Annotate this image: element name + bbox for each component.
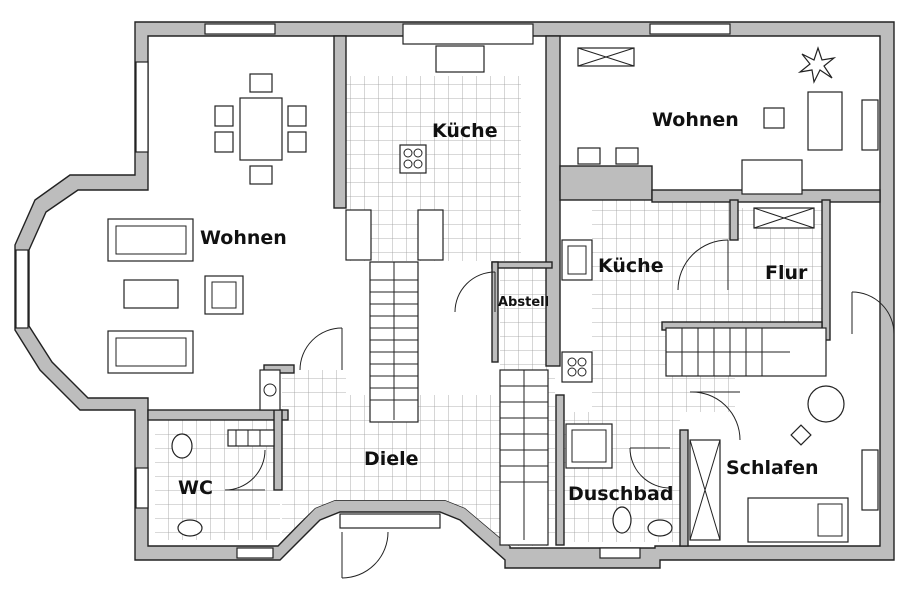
shower bbox=[565, 423, 613, 469]
window bbox=[204, 23, 276, 35]
interior-walls bbox=[147, 35, 881, 547]
dining-set bbox=[214, 73, 307, 185]
side-table bbox=[763, 107, 785, 129]
coffee-table bbox=[123, 279, 179, 309]
washbasin bbox=[647, 519, 673, 537]
stool bbox=[615, 147, 639, 165]
label-duschbad: Duschbad bbox=[568, 483, 673, 505]
window bbox=[236, 547, 274, 559]
sofa bbox=[807, 91, 843, 151]
label-abstell: Abstell bbox=[498, 295, 549, 310]
label-wohnen-right: Wohnen bbox=[652, 109, 739, 131]
doors bbox=[224, 239, 895, 579]
bedroom-furniture bbox=[689, 385, 849, 543]
window bbox=[339, 513, 441, 529]
bathroom-fixtures bbox=[565, 423, 673, 537]
washbasin bbox=[177, 519, 203, 537]
tile-diele bbox=[282, 365, 555, 546]
label-diele: Diele bbox=[364, 448, 419, 470]
window bbox=[135, 61, 149, 153]
window bbox=[135, 467, 149, 509]
label-schlafen: Schlafen bbox=[726, 457, 819, 479]
window bbox=[861, 449, 879, 511]
toilet bbox=[612, 506, 632, 534]
side-table bbox=[790, 424, 812, 446]
stove bbox=[561, 351, 593, 383]
sofa bbox=[107, 218, 194, 262]
counter bbox=[561, 239, 593, 281]
kitchen-center-fixtures bbox=[399, 45, 485, 174]
sofa-group bbox=[107, 218, 244, 374]
window bbox=[861, 99, 879, 151]
stove bbox=[399, 144, 427, 174]
staircase-center bbox=[345, 209, 444, 423]
armchair bbox=[807, 385, 845, 423]
label-wc: WC bbox=[178, 477, 213, 499]
toilet bbox=[171, 433, 193, 459]
washing-machine bbox=[259, 369, 281, 411]
window bbox=[649, 23, 731, 35]
plant bbox=[797, 46, 837, 84]
label-kueche-right: Küche bbox=[598, 255, 664, 277]
label-kueche-center: Küche bbox=[432, 120, 498, 142]
bed bbox=[747, 497, 849, 543]
coat-rack bbox=[227, 429, 275, 447]
kitchen-right-fixtures bbox=[561, 239, 593, 383]
sofa bbox=[741, 159, 803, 195]
living-right-furniture bbox=[577, 46, 843, 195]
window bbox=[402, 23, 534, 45]
window bbox=[599, 547, 641, 559]
sink bbox=[435, 45, 485, 73]
sofa bbox=[107, 330, 194, 374]
staircase-flur bbox=[665, 327, 827, 377]
window bbox=[15, 249, 29, 329]
tile-kueche-right bbox=[592, 200, 735, 412]
label-flur: Flur bbox=[765, 262, 808, 284]
windows bbox=[15, 23, 879, 559]
label-wohnen-left: Wohnen bbox=[200, 227, 287, 249]
wc-fixtures bbox=[171, 429, 275, 537]
staircase-diele bbox=[499, 369, 549, 546]
stool bbox=[577, 147, 601, 165]
